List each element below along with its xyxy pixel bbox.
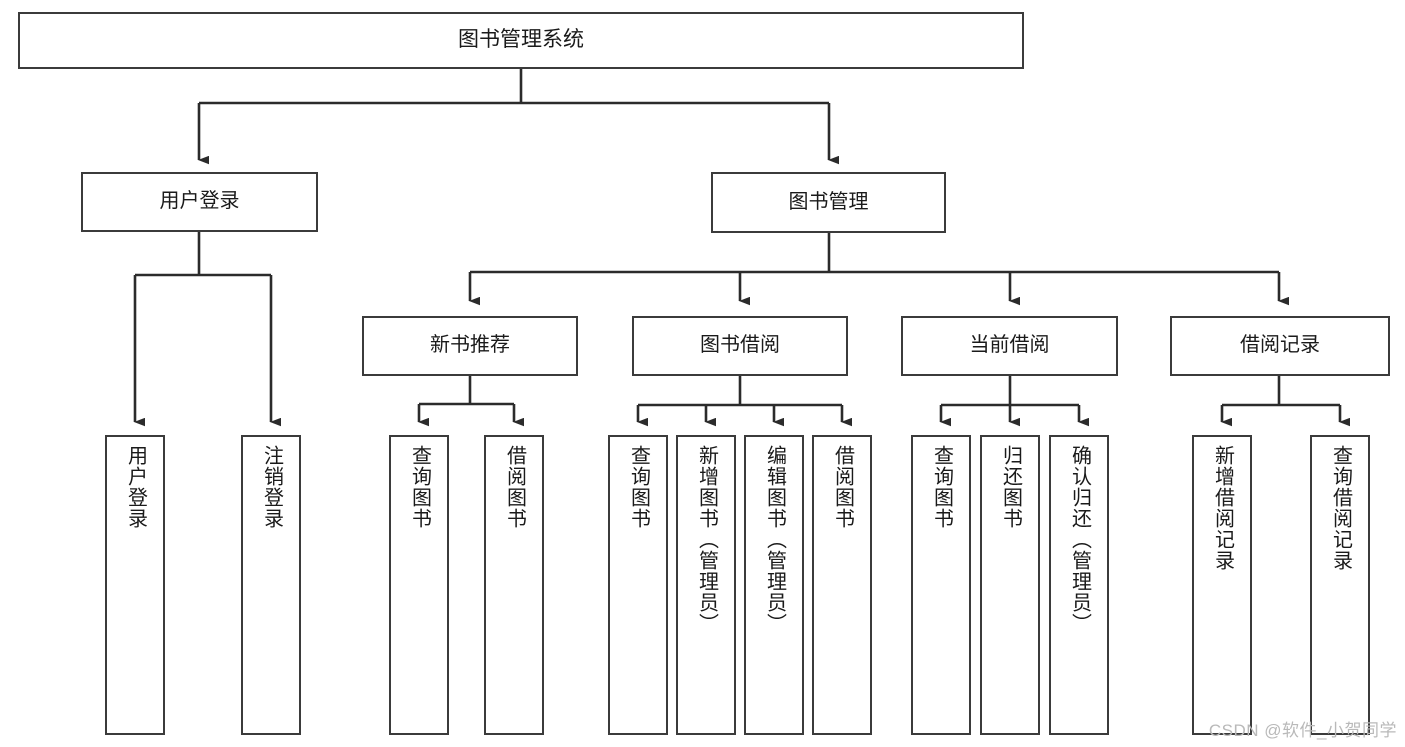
- node-new-book-recommend[interactable]: 新书推荐: [362, 316, 578, 376]
- node-book-borrow[interactable]: 图书借阅: [632, 316, 848, 376]
- node-label: 查询借阅记录: [1329, 445, 1352, 571]
- leaf-borrow-edit-book-admin[interactable]: 编辑图书（管理员）: [744, 435, 804, 735]
- node-label: 当前借阅: [969, 334, 1050, 357]
- node-label: 注销登录: [260, 445, 283, 529]
- watermark-text: CSDN @软件_小贺同学: [1208, 721, 1397, 740]
- leaf-current-return-book[interactable]: 归还图书: [980, 435, 1040, 735]
- leaf-user-login-logout[interactable]: 注销登录: [241, 435, 301, 735]
- node-label: 查询图书: [408, 445, 431, 529]
- node-label: 确认归还（管理员）: [1068, 445, 1091, 634]
- leaf-record-add-record[interactable]: 新增借阅记录: [1192, 435, 1252, 735]
- node-label: 查询图书: [930, 445, 953, 529]
- node-book-management[interactable]: 图书管理: [711, 172, 946, 233]
- leaf-borrow-borrow-book[interactable]: 借阅图书: [812, 435, 872, 735]
- leaf-borrow-add-book-admin[interactable]: 新增图书（管理员）: [676, 435, 736, 735]
- node-label: 查询图书: [627, 445, 650, 529]
- node-label: 借阅图书: [831, 445, 854, 529]
- node-label: 图书借阅: [700, 334, 780, 357]
- node-label: 新书推荐: [430, 334, 510, 357]
- leaf-record-query-record[interactable]: 查询借阅记录: [1310, 435, 1370, 735]
- leaf-current-query-book[interactable]: 查询图书: [911, 435, 971, 735]
- node-label: 新增借阅记录: [1211, 445, 1234, 571]
- leaf-borrow-query-book[interactable]: 查询图书: [608, 435, 668, 735]
- node-label: 归还图书: [999, 445, 1022, 529]
- node-root-system[interactable]: 图书管理系统: [18, 12, 1024, 69]
- node-label: 借阅图书: [503, 445, 526, 529]
- node-label: 图书管理: [788, 190, 869, 213]
- leaf-current-confirm-return-admin[interactable]: 确认归还（管理员）: [1049, 435, 1109, 735]
- node-label: 图书管理系统: [458, 28, 584, 52]
- node-label: 用户登录: [159, 190, 240, 213]
- node-label: 编辑图书（管理员）: [763, 445, 786, 634]
- node-label: 新增图书（管理员）: [695, 445, 718, 634]
- node-borrow-record[interactable]: 借阅记录: [1170, 316, 1390, 376]
- leaf-recommend-borrow-book[interactable]: 借阅图书: [484, 435, 544, 735]
- node-label: 借阅记录: [1240, 334, 1320, 357]
- node-current-borrow[interactable]: 当前借阅: [901, 316, 1118, 376]
- node-label: 用户登录: [124, 445, 147, 529]
- leaf-recommend-query-book[interactable]: 查询图书: [389, 435, 449, 735]
- leaf-user-login-login[interactable]: 用户登录: [105, 435, 165, 735]
- node-user-login[interactable]: 用户登录: [81, 172, 318, 232]
